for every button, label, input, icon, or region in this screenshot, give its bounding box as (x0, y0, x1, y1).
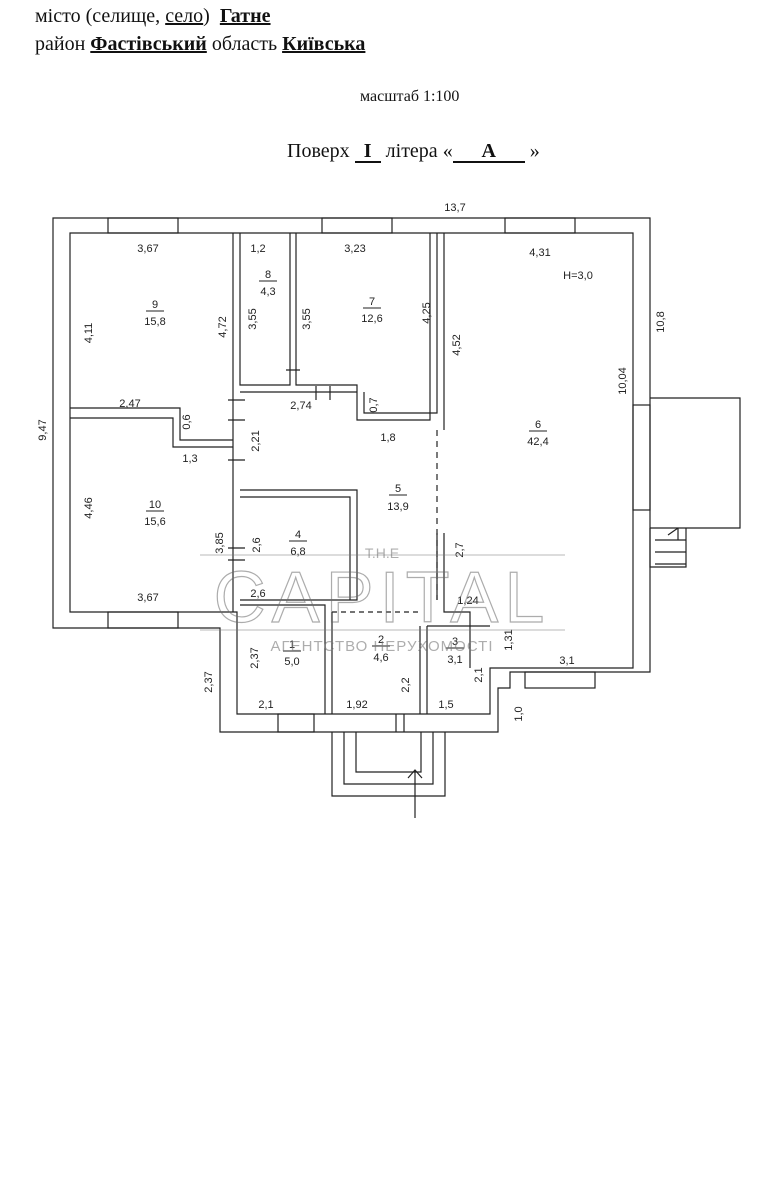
room-4: 46,8 (289, 529, 307, 558)
dim-r6-right: 10,04 (617, 367, 629, 395)
room-3: 33,1 (446, 636, 464, 666)
svg-text:9: 9 (152, 299, 158, 311)
svg-text:АГЕНТСТВО НЕРУХОМОСТІ: АГЕНТСТВО НЕРУХОМОСТІ (270, 638, 493, 655)
room-6: 642,4 (527, 419, 548, 448)
svg-text:8: 8 (265, 269, 271, 281)
region-name: Київська (282, 33, 366, 55)
dim-step-10: 1,0 (513, 706, 525, 721)
room-9: 915,8 (144, 299, 165, 328)
dim-overall-depth: 9,47 (37, 419, 49, 440)
dim-corr-274: 2,74 (290, 400, 311, 412)
dim-corr-221: 2,21 (250, 430, 262, 451)
dim-r3-15: 1,5 (438, 699, 453, 711)
dim-r1-237-in: 2,37 (249, 647, 261, 668)
svg-text:10: 10 (149, 499, 161, 511)
svg-text:13,9: 13,9 (387, 501, 408, 513)
dim-r9-inner: 4,72 (217, 316, 229, 337)
room-5: 513,9 (387, 483, 408, 513)
settlement-name: Гатне (219, 5, 271, 27)
region-label: область (211, 33, 278, 55)
dim-r8-depth: 3,55 (247, 308, 259, 329)
header-location-line: місто (селище, село) Гатне (35, 4, 271, 28)
svg-text:1: 1 (289, 639, 295, 651)
dim-r7-width: 3,23 (344, 243, 365, 255)
svg-text:2: 2 (378, 634, 384, 646)
dim-r6-width: 4,31 (529, 247, 550, 259)
dim-r10-right: 3,85 (214, 532, 226, 553)
dim-r9-width: 3,67 (137, 243, 158, 255)
floor-value: I (354, 141, 381, 163)
dim-r3-21: 2,1 (473, 667, 485, 682)
dim-corr-18: 1,8 (380, 432, 395, 444)
dim-r10-depth: 4,46 (83, 497, 95, 518)
dim-r6-left: 4,52 (451, 334, 463, 355)
floor-label: Поверх (287, 140, 350, 162)
dim-r1-21: 2,1 (258, 699, 273, 711)
dim-r1-237-out: 2,37 (203, 671, 215, 692)
dim-corr-247: 2,47 (119, 398, 140, 410)
dim-r6-31: 3,1 (559, 655, 574, 667)
dim-overall-width: 13,7 (444, 202, 465, 214)
watermark-logo: T.H.E CAPITAL АГЕНТСТВО НЕРУХОМОСТІ (200, 545, 565, 655)
dim-r2-22: 2,2 (400, 677, 412, 692)
dim-r10-width: 3,67 (137, 592, 158, 604)
svg-text:7: 7 (369, 296, 375, 308)
floor-letter-line: Поверх I літера «A » (287, 140, 540, 163)
header-region-line: район Фастівський область Київська (35, 32, 365, 56)
settlement-type-selected: село (165, 5, 204, 27)
district-name: Фастівський (90, 33, 207, 55)
plan-walls (52, 217, 741, 818)
letter-label: літера « (385, 140, 453, 162)
room-1: 15,0 (283, 639, 301, 668)
dim-r4-width: 2,6 (250, 588, 265, 600)
svg-text:15,8: 15,8 (144, 316, 165, 328)
dim-corr-06: 0,6 (181, 414, 193, 429)
svg-text:CAPITAL: CAPITAL (214, 558, 551, 638)
plan-scale: масштаб 1:100 (360, 88, 460, 105)
svg-text:4,3: 4,3 (260, 286, 275, 298)
svg-text:6,8: 6,8 (290, 546, 305, 558)
svg-text:4,6: 4,6 (373, 652, 388, 664)
dim-r4-depth: 2,6 (251, 537, 263, 552)
dim-r5-27: 2,7 (454, 542, 466, 557)
svg-text:5,0: 5,0 (284, 656, 299, 668)
svg-text:42,4: 42,4 (527, 436, 548, 448)
svg-text:3,1: 3,1 (447, 654, 462, 666)
letter-value: A (452, 141, 525, 163)
district-label: район (35, 33, 86, 55)
svg-text:3: 3 (452, 636, 458, 648)
dim-r3-124: 1,24 (457, 595, 478, 607)
svg-text:12,6: 12,6 (361, 313, 382, 325)
dim-r7-left: 3,55 (301, 308, 313, 329)
dim-corr-13: 1,3 (182, 453, 197, 465)
room-7: 712,6 (361, 296, 382, 325)
dim-r2-192: 1,92 (346, 699, 367, 711)
dim-r3-131: 1,31 (503, 629, 515, 650)
dim-r7-depth: 4,25 (421, 302, 433, 323)
ceiling-height-note: H=3,0 (563, 270, 593, 282)
letter-close: » (529, 140, 540, 162)
room-2: 24,6 (372, 634, 390, 664)
plan-dimensions: 13,7 3,67 1,2 3,23 4,31 2,47 1,3 2,74 1,… (37, 202, 667, 722)
dim-r9-depth: 4,11 (83, 323, 95, 344)
dim-right-depth: 10,8 (655, 311, 667, 332)
svg-text:T.H.E: T.H.E (365, 545, 399, 561)
room-8: 84,3 (259, 269, 277, 298)
svg-text:4: 4 (295, 529, 301, 541)
svg-text:5: 5 (395, 483, 401, 495)
room-10: 10 15,6 (144, 499, 165, 528)
dim-r7-step: 0,7 (368, 397, 380, 412)
dim-r8-width: 1,2 (250, 243, 265, 255)
svg-text:6: 6 (535, 419, 541, 431)
settlement-type-label: місто (селище, (35, 5, 161, 27)
svg-text:15,6: 15,6 (144, 516, 165, 528)
settlement-type-close: ) (203, 5, 210, 27)
